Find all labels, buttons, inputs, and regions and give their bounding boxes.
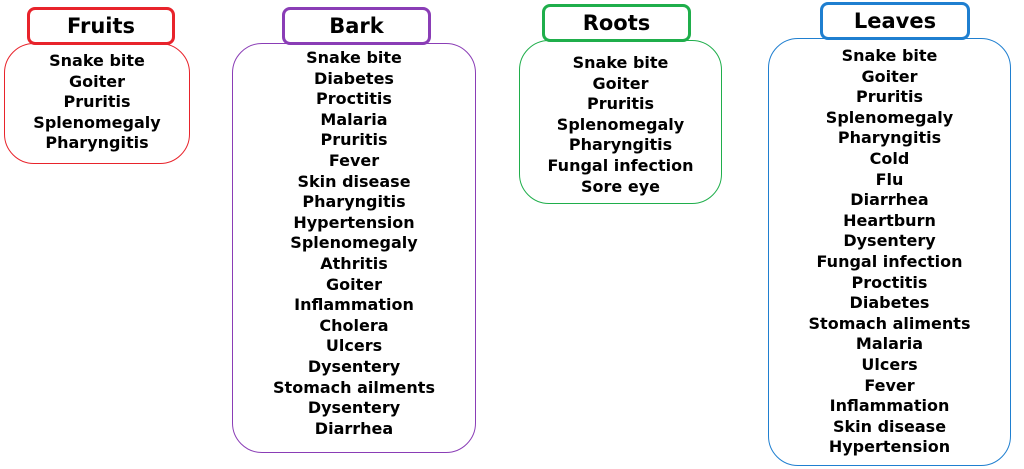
- list-item: Fever: [864, 375, 915, 395]
- category-list-fruits: Snake bite Goiter Pruritis Splenomegaly …: [4, 43, 190, 164]
- list-item: Pruritis: [320, 130, 388, 150]
- list-item: Inflammation: [829, 396, 950, 416]
- list-item: Snake bite: [306, 48, 402, 67]
- list-item: Fungal infection: [547, 155, 694, 175]
- category-title: Bark: [329, 14, 384, 38]
- list-item: Pharyngitis: [302, 192, 406, 212]
- list-item: Goiter: [69, 71, 125, 91]
- list-item: Pharyngitis: [837, 128, 942, 148]
- list-item: Hypertension: [293, 212, 415, 232]
- category-header-leaves: Leaves: [820, 2, 970, 40]
- list-item: Goiter: [861, 66, 918, 86]
- list-item: Inflammation: [294, 295, 414, 315]
- category-title: Leaves: [853, 9, 937, 33]
- list-item: Pruritis: [855, 87, 924, 107]
- list-item: Stomach aliments: [808, 313, 971, 333]
- list-item: Diabetes: [849, 293, 930, 313]
- list-item: Cholera: [319, 315, 389, 335]
- list-item: Fever: [328, 150, 380, 170]
- list-item: Skin disease: [832, 416, 947, 436]
- list-item: Ulcers: [325, 336, 383, 356]
- list-item: Diarrhea: [850, 190, 929, 210]
- list-item: Pharyngitis: [568, 135, 673, 155]
- list-item: Snake bite: [572, 53, 669, 72]
- list-item: Malaria: [855, 334, 924, 354]
- list-item: Proctitis: [316, 89, 392, 109]
- list-item: Heartburn: [843, 210, 936, 230]
- list-item: Pruritis: [586, 94, 655, 114]
- category-header-bark: Bark: [282, 7, 431, 45]
- list-item: Ulcers: [861, 354, 918, 374]
- list-item: Hypertension: [828, 437, 951, 457]
- list-item: Snake bite: [49, 51, 145, 70]
- list-item: Dysentery: [307, 398, 401, 418]
- list-item: Splenomegaly: [290, 233, 418, 253]
- list-item: Dysentery: [843, 231, 936, 251]
- list-item: Diabetes: [314, 68, 394, 88]
- category-title: Fruits: [66, 14, 136, 38]
- category-title: Roots: [582, 11, 651, 35]
- list-item: Cold: [869, 148, 910, 168]
- list-item: Pharyngitis: [45, 133, 149, 153]
- category-list-leaves: Snake bite Goiter Pruritis Splenomegaly …: [768, 38, 1011, 466]
- list-item: Fungal infection: [816, 251, 963, 271]
- category-list-bark: Snake bite Diabetes Proctitis Malaria Pr…: [232, 43, 476, 453]
- list-item: Snake bite: [841, 46, 938, 65]
- category-header-fruits: Fruits: [27, 7, 175, 45]
- list-item: Splenomegaly: [556, 114, 685, 134]
- list-item: Dysentery: [307, 356, 401, 376]
- list-item: Proctitis: [851, 272, 928, 292]
- list-item: Skin disease: [297, 171, 411, 191]
- list-item: Malaria: [320, 109, 388, 129]
- list-item: Sore eye: [581, 176, 660, 196]
- list-item: Diarrhea: [314, 418, 394, 438]
- list-item: Splenomegaly: [33, 112, 161, 132]
- category-list-roots: Snake bite Goiter Pruritis Splenomegaly …: [519, 40, 722, 204]
- category-header-roots: Roots: [542, 4, 691, 42]
- list-item: Splenomegaly: [825, 107, 954, 127]
- list-item: Flu: [875, 169, 904, 189]
- list-item: Goiter: [326, 274, 382, 294]
- list-item: Athritis: [320, 253, 388, 273]
- list-item: Stomach ailments: [273, 377, 435, 397]
- list-item: Goiter: [592, 73, 649, 93]
- list-item: Pruritis: [63, 92, 131, 112]
